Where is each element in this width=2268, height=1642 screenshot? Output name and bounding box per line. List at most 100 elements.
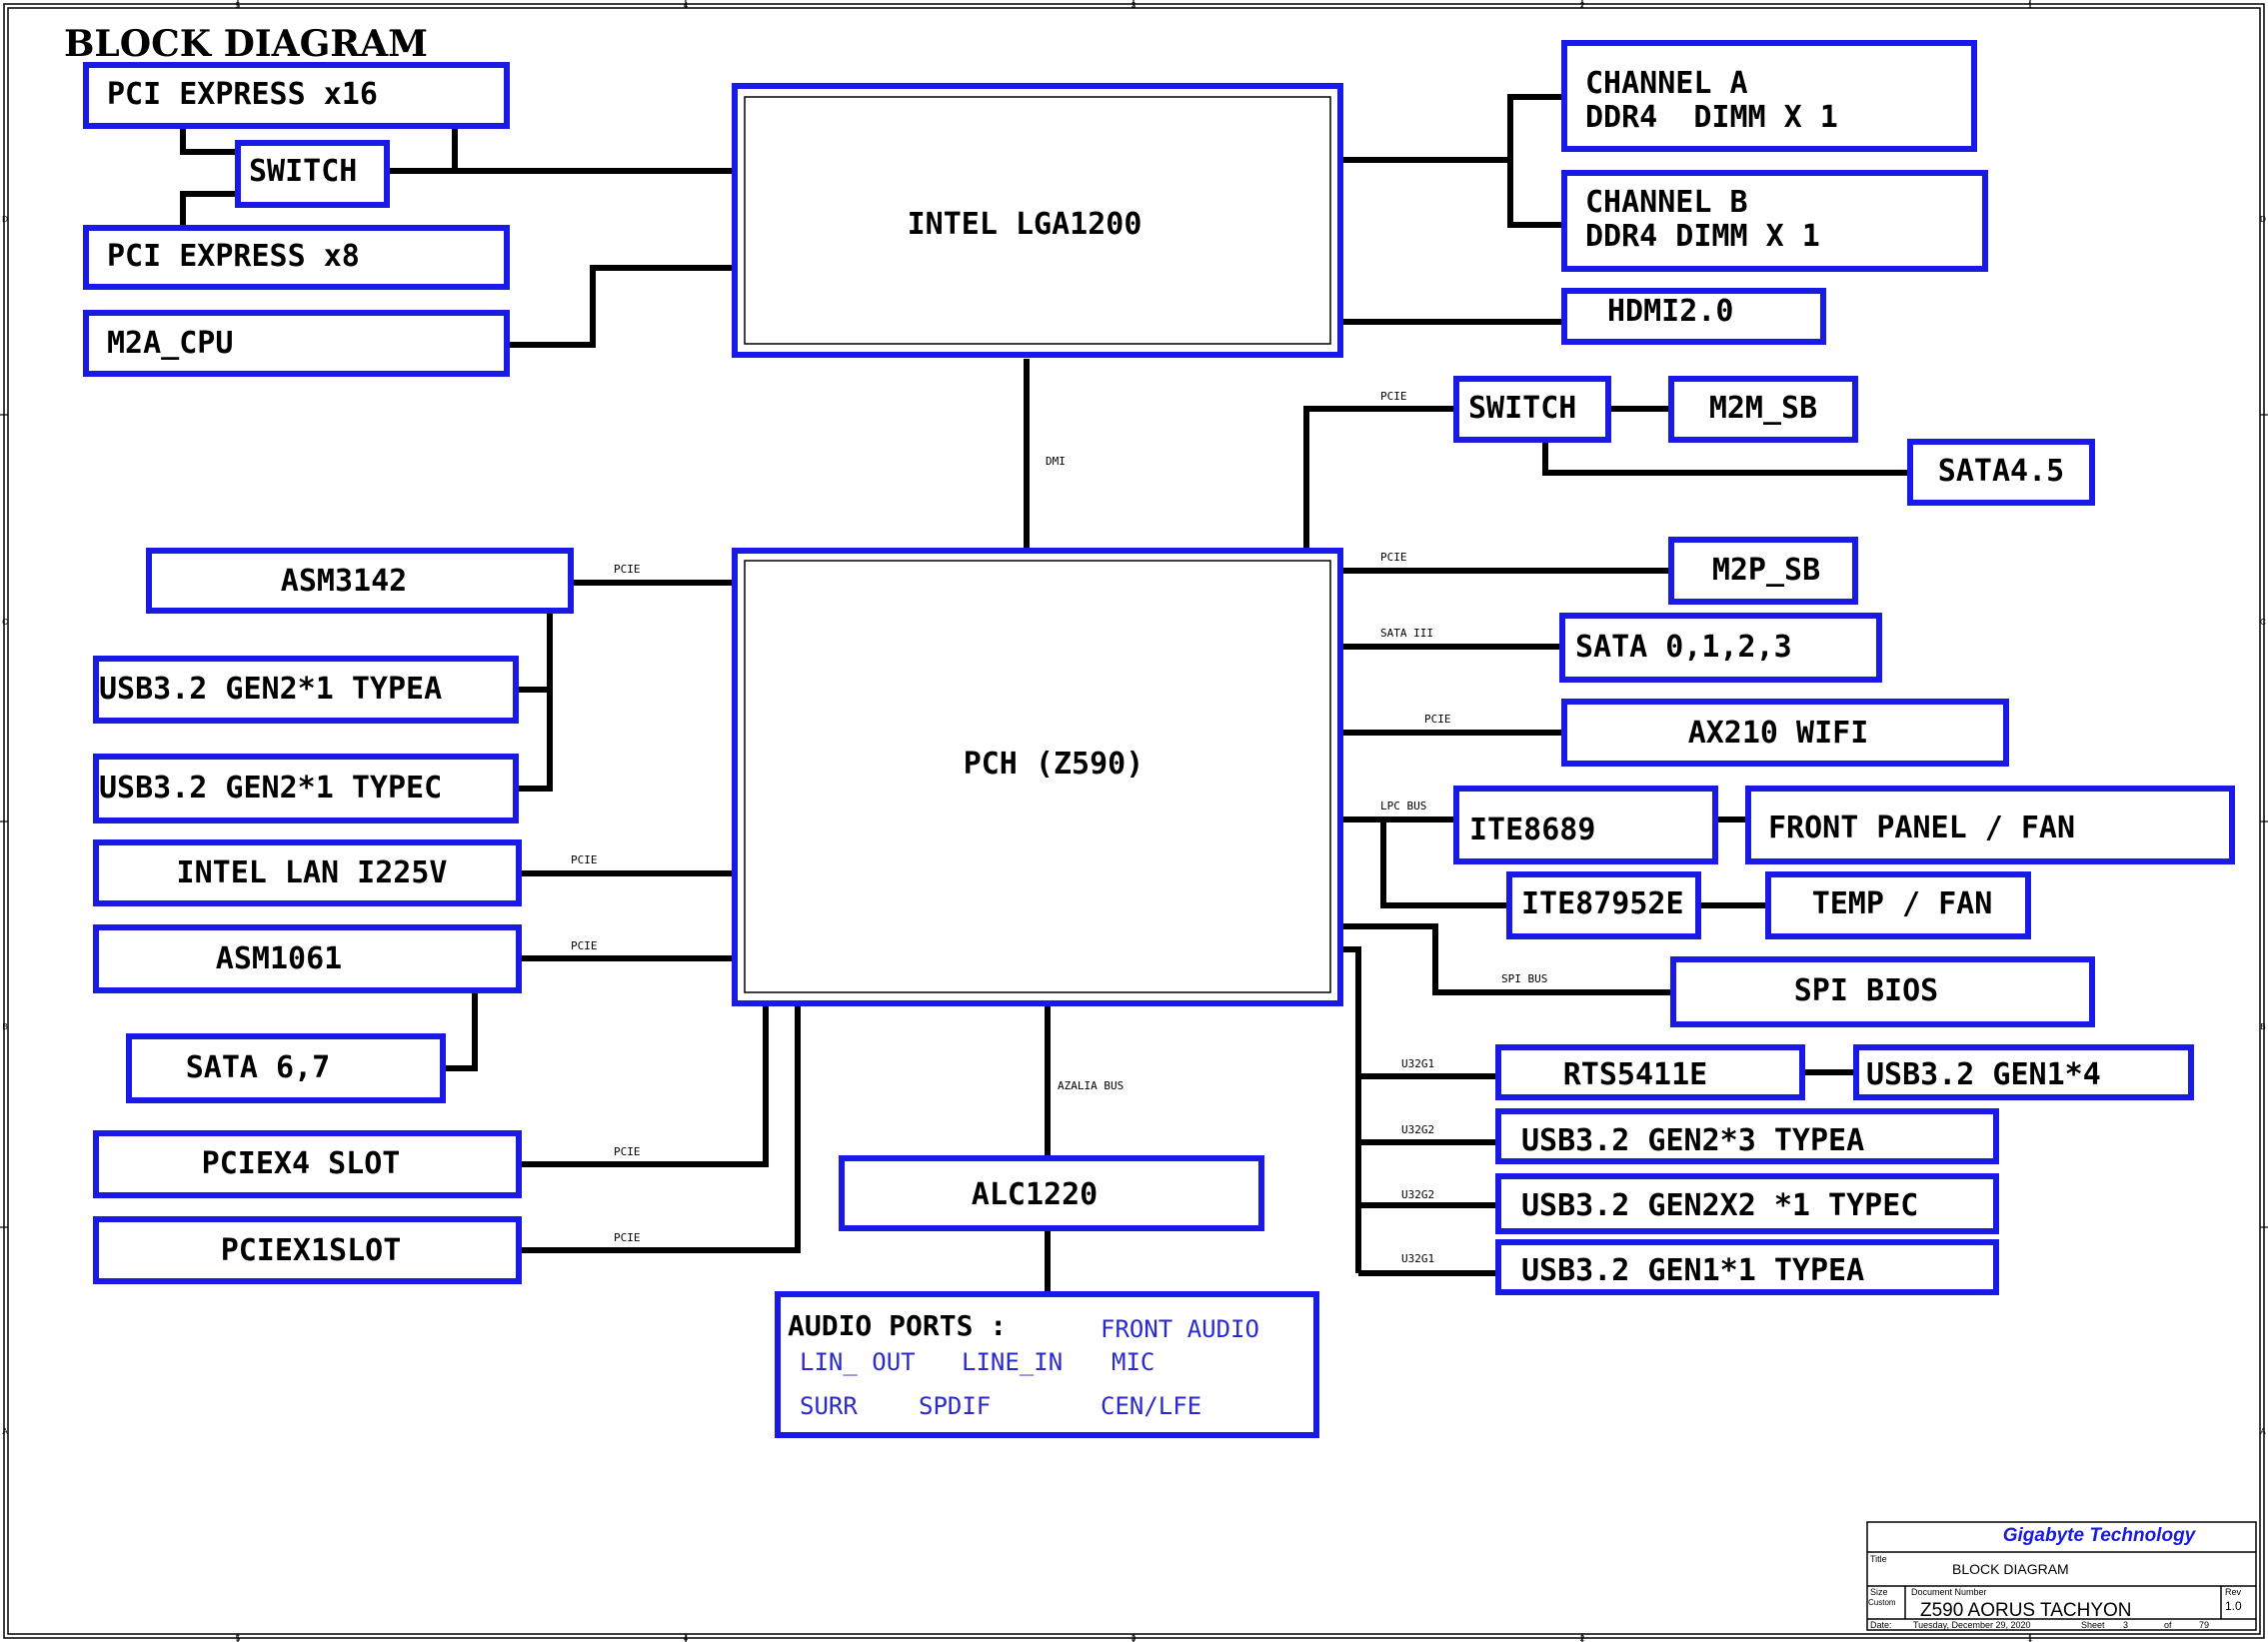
temp-fan-box [1765,871,2031,939]
link-switch-pcie-x8 [180,191,238,228]
pcie-x8-box [83,225,510,290]
alc1220-box [839,1155,1264,1231]
title-value: BLOCK DIAGRAM [1952,1561,2069,1577]
bus-label-pcie: PCIE [1424,713,1451,726]
row-marker: A [2260,1427,2266,1436]
company-name: Gigabyte Technology [2003,1525,2197,1546]
pcie-x16-label: PCI EXPRESS x16 [107,77,378,112]
usb-typec-box [93,754,519,823]
sata45-box [1907,439,2095,506]
hdmi-label: HDMI2.0 [1607,294,1733,329]
col-marker: 3 [1132,1,1136,10]
bus-label-u32g2: U32G2 [1401,1188,1434,1201]
link-pciex4-pch [519,1003,769,1167]
bus-label-spi: SPI BUS [1501,972,1547,985]
of-label: of [2164,1620,2172,1630]
intel-lan-label: INTEL LAN I225V [177,855,448,890]
link-switch-sata45 [1542,440,1910,476]
sata67-label: SATA 6,7 [186,1050,331,1085]
link-lpc-ite87952e [1380,820,1509,908]
usb-gen2x3-label: USB3.2 GEN2*3 TYPEA [1521,1123,1864,1158]
spi-bios-label: SPI BIOS [1794,973,1939,1008]
asm3142-box [146,548,574,614]
audio-cen-lfe: CEN/LFE [1101,1392,1201,1420]
row-marker: B [2260,1022,2265,1031]
col-marker: 5 [236,1,241,10]
pcie-x8-label: PCI EXPRESS x8 [107,239,360,274]
sheet-value: 3 [2123,1620,2128,1630]
doc-value: Z590 AORUS TACHYON [1920,1600,2132,1621]
channel-a-label-1: CHANNEL A [1585,66,1748,101]
ax210-label: AX210 WIFI [1688,716,1869,751]
pcie-x16-box [83,62,510,129]
col-marker: 4 [684,1,689,10]
pch-block: PCH (Z590) [732,548,1343,1006]
front-panel-label: FRONT PANEL / FAN [1768,811,2075,845]
rev-label: Rev [2225,1587,2242,1597]
pciex1-label: PCIEX1SLOT [221,1233,402,1268]
m2a-cpu-box [83,310,510,377]
usb-typea-label: USB3.2 GEN2*1 TYPEA [99,672,442,707]
usb-typea-box [93,656,519,724]
link-asm1061-sata67 [443,990,478,1071]
bus-label-dmi: DMI [1046,455,1066,468]
ite8689-box [1453,786,1718,864]
rev-value: 1.0 [2225,1599,2242,1613]
sata45-label: SATA4.5 [1938,454,2064,489]
hdmi-box [1561,288,1826,345]
usb-gen1x1-label: USB3.2 GEN1*1 TYPEA [1521,1253,1864,1288]
bus-label-u32g2: U32G2 [1401,1123,1434,1136]
sheet-label: Sheet [2081,1620,2105,1630]
usb-gen1x4-box [1853,1044,2194,1100]
row-marker: D [2,215,8,224]
bus-label-azalia: AZALIA BUS [1058,1079,1124,1092]
spi-bios-box [1670,956,2095,1027]
link-channel-a [1507,94,1564,228]
sata67-box [126,1033,446,1103]
bus-label-pcie: PCIE [614,1231,641,1244]
usb-gen1x1-box [1495,1239,1999,1295]
temp-fan-label: TEMP / FAN [1812,886,1993,921]
channel-a-label-2: DDR4 DIMM X 1 [1585,100,1838,135]
m2m-sb-label: M2M_SB [1709,391,1817,426]
connection-lines [180,94,1910,1294]
col-marker: 1 [2028,1,2033,10]
front-panel-box [1745,786,2235,864]
asm1061-box [93,924,522,993]
asm1061-label: ASM1061 [216,941,342,976]
cpu-label: INTEL LGA1200 [908,207,1142,242]
link-pch-switch [1303,406,1456,551]
bus-label-pcie: PCIE [614,1145,641,1158]
bus-label-pcie: PCIE [571,939,598,952]
audio-surr: SURR [800,1392,858,1420]
usb-gen2x2-box [1495,1173,1999,1234]
bus-label-u32g1: U32G1 [1401,1252,1434,1265]
bus-label-u32g1: U32G1 [1401,1057,1434,1070]
audio-ports: AUDIO PORTS : FRONT AUDIO LIN_ OUT LINE_… [788,1309,1259,1420]
rts5411e-box [1495,1044,1805,1100]
link-m2a-cpu [507,265,735,348]
col-marker: 4 [684,1634,689,1642]
row-marker: C [2,618,8,627]
usb-gen1x4-label: USB3.2 GEN1*4 [1866,1057,2101,1092]
m2p-sb-label: M2P_SB [1712,553,1820,588]
rts5411e-label: RTS5411E [1563,1057,1708,1092]
bus-label-pcie: PCIE [1380,390,1407,403]
row-marker: C [2260,618,2266,627]
switch-pch-label: SWITCH [1468,391,1576,426]
m2a-cpu-label: M2A_CPU [107,326,233,361]
date-value: Tuesday, December 29, 2020 [1913,1620,2031,1630]
link-pch-usb-bus [1340,946,1361,1273]
bus-label-pcie: PCIE [571,853,598,866]
channel-b-label-2: DDR4 DIMM X 1 [1585,219,1820,254]
sata0123-label: SATA 0,1,2,3 [1575,630,1792,665]
blocks: INTEL LGA1200 PCH (Z590) [83,40,2235,1438]
pch-label: PCH (Z590) [964,747,1144,782]
intel-lan-box [93,839,522,906]
asm3142-label: ASM3142 [281,564,407,599]
bus-label-pcie: PCIE [614,563,641,576]
audio-lin-out: LIN_ OUT [800,1348,916,1376]
col-marker: 1 [2028,1634,2033,1642]
